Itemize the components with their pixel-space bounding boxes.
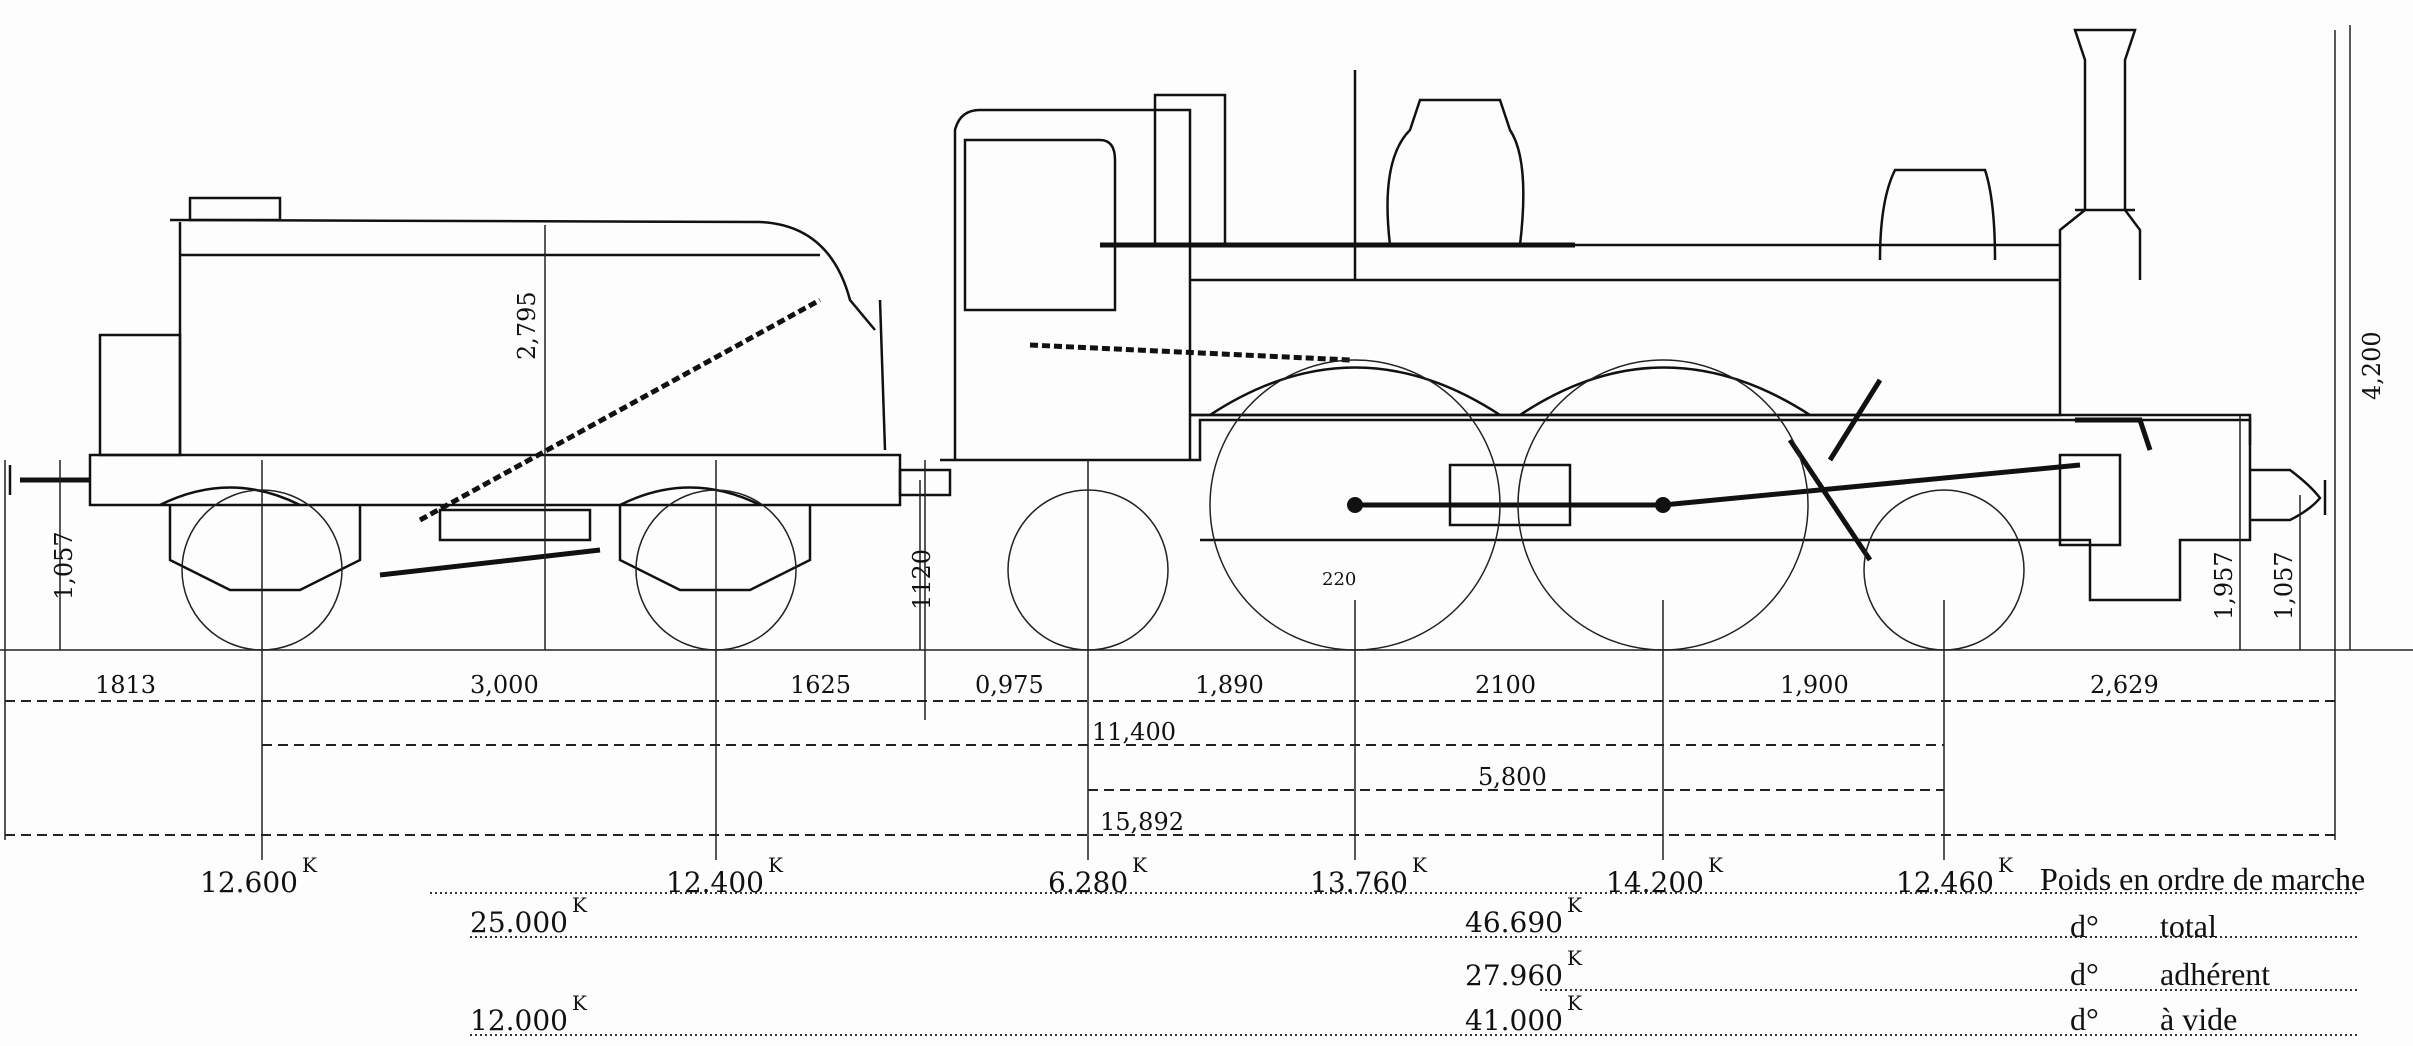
dim-chimney-height: 4,200 (2358, 331, 2386, 400)
main-frame (940, 418, 2252, 602)
axle-load-4: 13.760K (1310, 853, 1428, 899)
valve-gear (1787, 378, 1883, 562)
tender-total-weight: 25.000K (470, 893, 588, 939)
cylinder (2058, 453, 2122, 547)
driver-2-crankpin (1655, 497, 1671, 513)
tender-brake-cylinder (438, 508, 592, 542)
tender-toolbox (188, 196, 282, 222)
steam-dome (1386, 98, 1525, 246)
vertical-dimension-labels: 1,057 2,795 1120 220 1,957 1,057 4,200 (50, 291, 2386, 620)
axle-load-3: 6.280K (1048, 853, 1148, 899)
front-buffer-beam (2250, 468, 2322, 522)
dim-loco-wheelbase: 5,800 (1478, 763, 1547, 791)
dim-driver-spacing: 2100 (1475, 671, 1536, 699)
dim-overall-length: 15,892 (1100, 808, 1184, 836)
dim-clearance: 220 (1322, 569, 1356, 590)
weights-legend: Poids en ordre de marche d° total d° adh… (2040, 861, 2365, 1037)
dim-tender-rear-to-buffer: 1625 (790, 671, 851, 699)
dimension-lines (4, 25, 2360, 1036)
legend-adhesive: adhérent (2160, 956, 2270, 992)
axle-load-5: 14.200K (1606, 853, 1724, 899)
boiler (1190, 243, 2062, 417)
legend-empty: à vide (2160, 1001, 2237, 1037)
legend-title: Poids en ordre de marche (2040, 861, 2365, 897)
driver-1-crankpin (1347, 497, 1363, 513)
dim-tender-buffer-height: 1,057 (50, 531, 78, 600)
cab-window (963, 138, 1117, 312)
dim-total-wheelbase: 11,400 (1092, 718, 1176, 746)
horizontal-dimension-labels: 1813 3,000 1625 0,975 1,890 2100 1,900 2… (95, 671, 2159, 836)
connecting-rod (1355, 462, 2081, 508)
loco-total-weight: 46.690K (1465, 893, 1583, 939)
legend-ditto-3: d° (2070, 1001, 2099, 1037)
weights-table: 25.000K 12.000K 46.690K 27.960K 41.000K (470, 893, 1583, 1037)
tender-brake-rod (418, 297, 822, 523)
dim-leading-to-driver: 1,890 (1195, 671, 1264, 699)
dim-front-buffer-height: 1,057 (2270, 551, 2298, 620)
tender-brake-beam (379, 547, 601, 578)
legend-ditto-2: d° (2070, 956, 2099, 992)
dim-driver-to-trailing: 1,900 (1780, 671, 1849, 699)
legend-ditto-1: d° (2070, 908, 2099, 944)
dim-tender-wheelbase: 3,000 (470, 671, 539, 699)
tender-top-outline (169, 218, 876, 331)
axle-load-6: 12.460K (1896, 853, 2014, 899)
cab (953, 108, 1192, 460)
dim-boiler-axis-height: 1,957 (2210, 551, 2238, 620)
tender-empty-weight: 12.000K (470, 991, 588, 1037)
firebox-access (1448, 463, 1572, 527)
loco-adhesive-weight: 27.960K (1465, 946, 1583, 992)
reversing-rod (1029, 342, 1351, 363)
locomotive (898, 28, 2327, 651)
loco-empty-weight: 41.000K (1465, 991, 1583, 1037)
dim-tender-height: 2,795 (513, 291, 541, 360)
tender-front-handrail (878, 299, 887, 451)
tender (8, 196, 902, 651)
axle-load-1: 12.600K (200, 853, 318, 899)
chimney (2058, 28, 2142, 280)
sand-dome (1878, 168, 1997, 261)
dim-drawbar-height: 1120 (908, 549, 936, 610)
steam-chest (2075, 417, 2153, 451)
legend-total: total (2160, 908, 2217, 944)
dim-front-overhang: 2,629 (2090, 671, 2159, 699)
tender-rear-box (98, 333, 182, 457)
dim-tender-overhang: 1813 (95, 671, 156, 699)
axle-load-2: 12.400K (666, 853, 784, 899)
axle-loads: 12.600K 12.400K 6.280K 13.760K 14.200K 1… (200, 853, 2014, 899)
tender-springs (159, 486, 761, 507)
splashers (1209, 366, 1811, 417)
tender-axleboxes (168, 505, 812, 592)
dim-coupling-gap: 0,975 (975, 671, 1044, 699)
